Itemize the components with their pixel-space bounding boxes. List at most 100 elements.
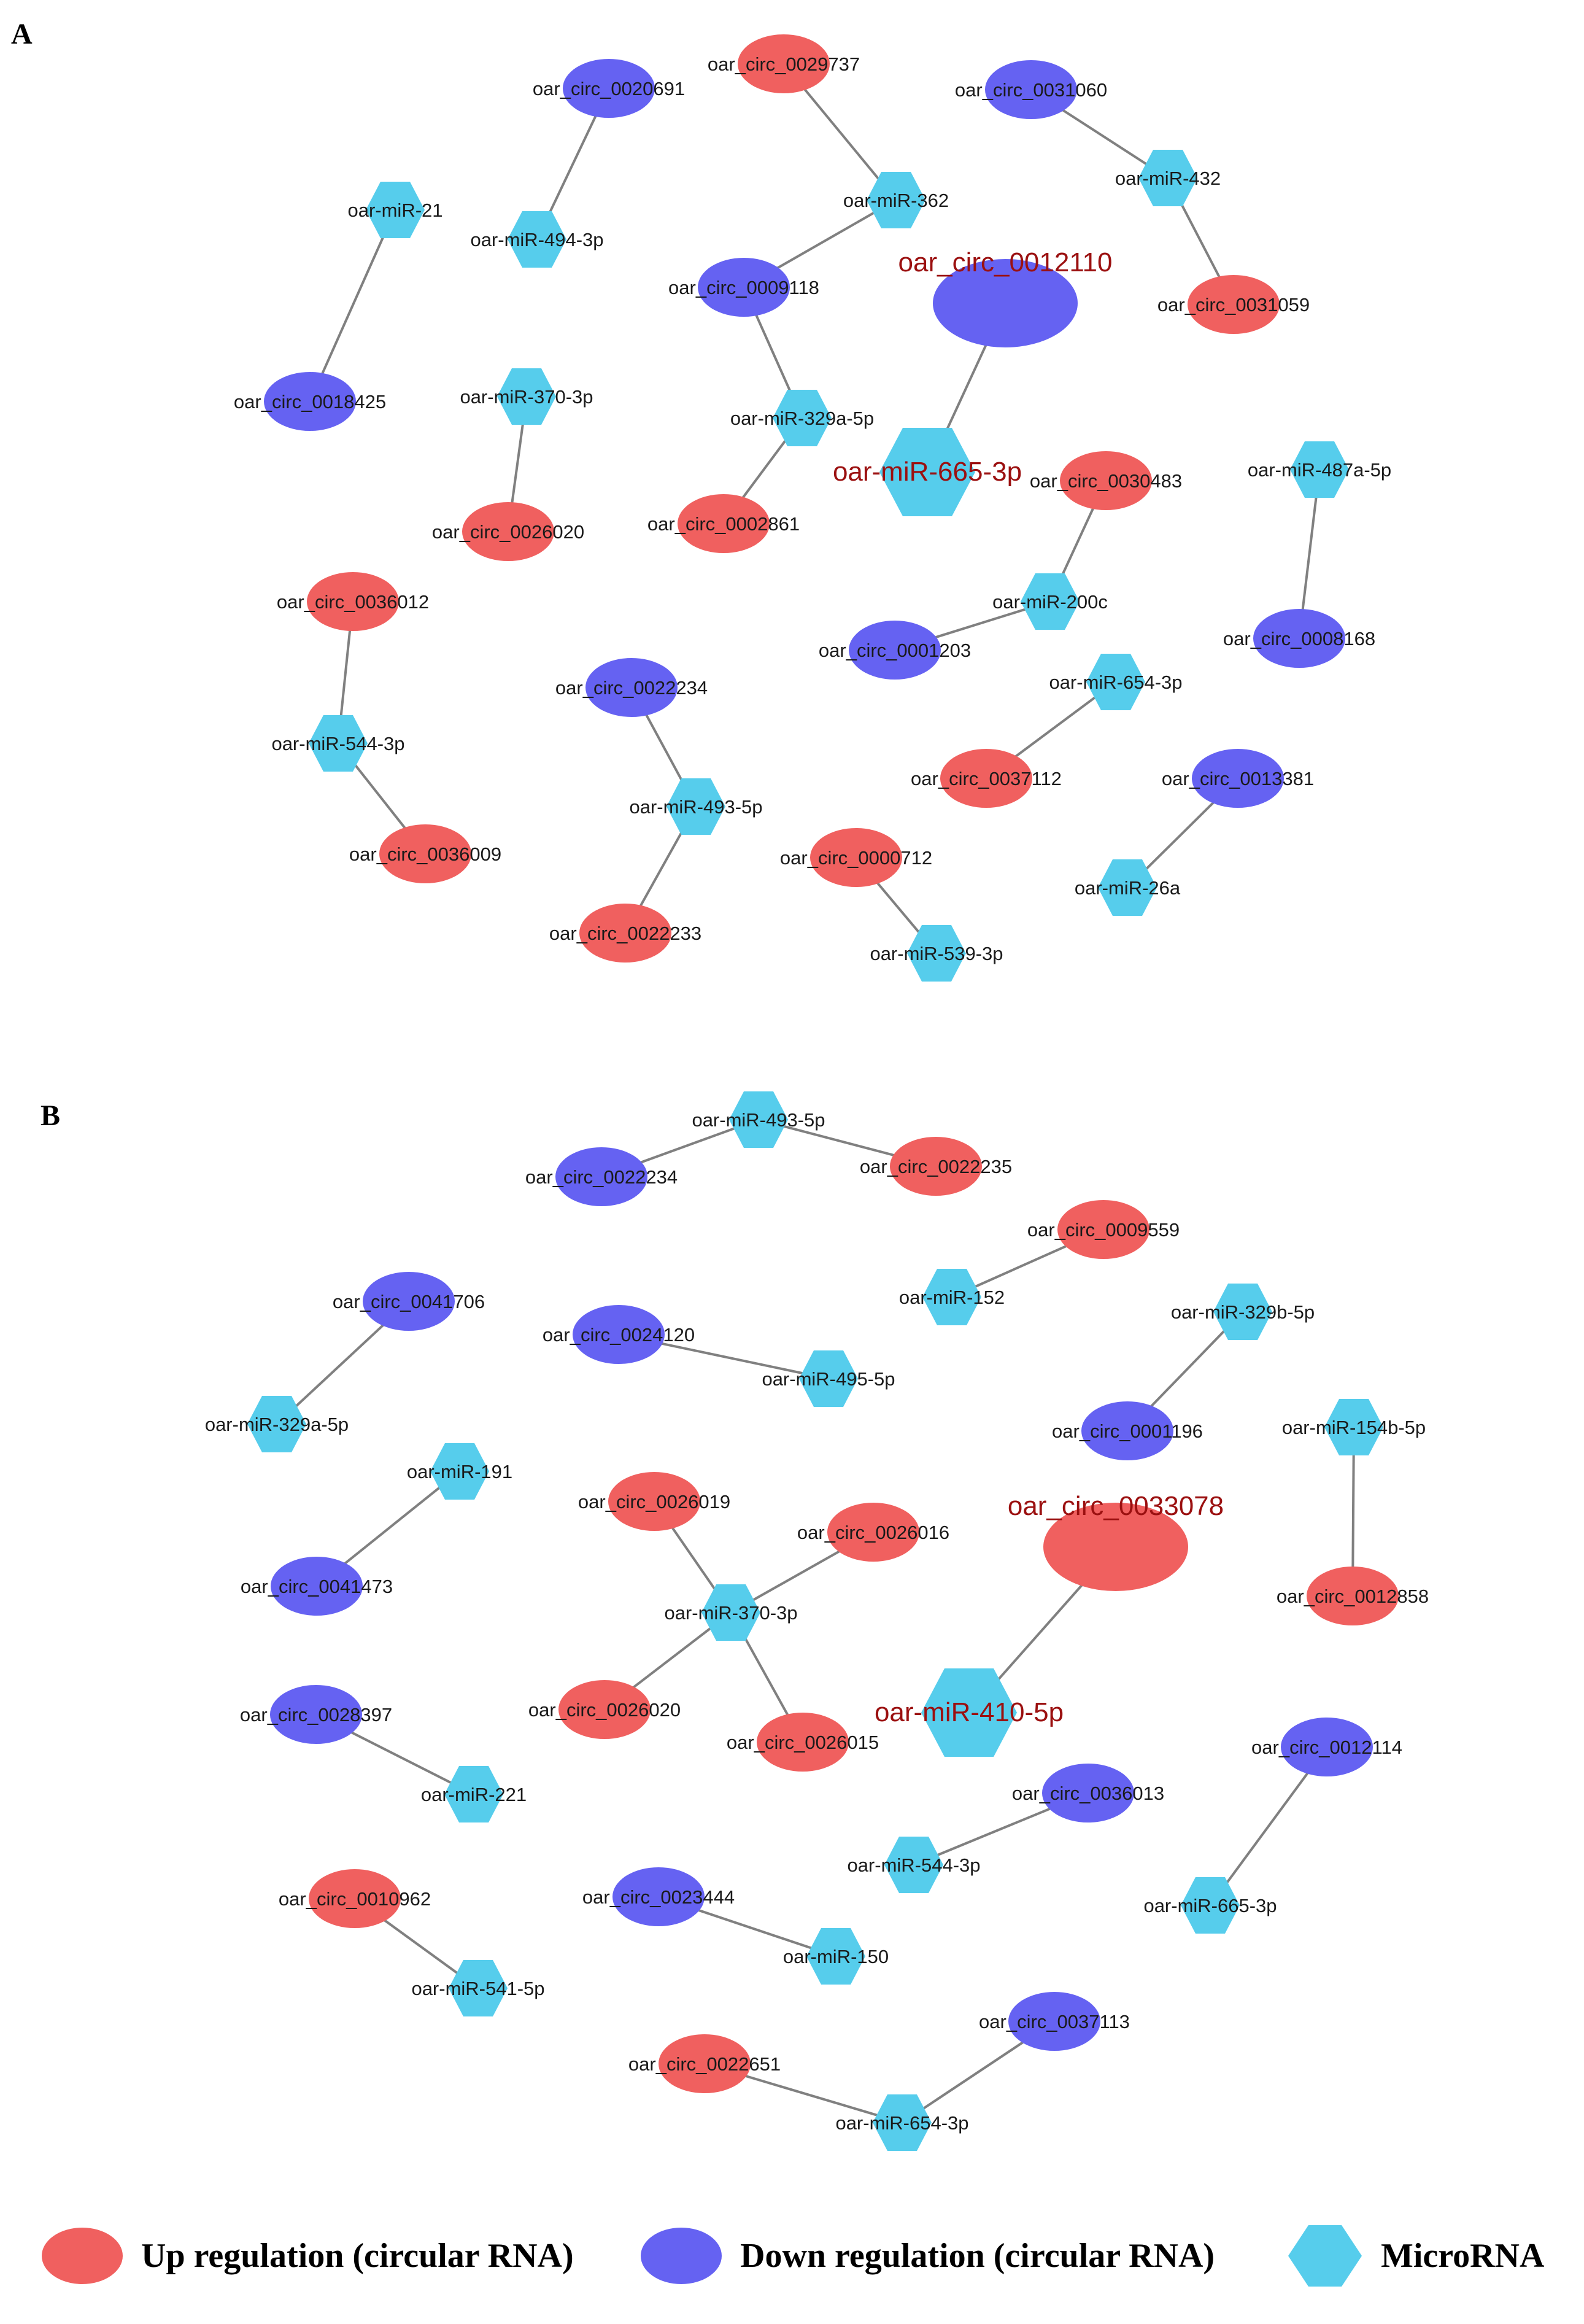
node-oar-mir-665-3p xyxy=(879,428,975,516)
node-label-oar-mir-191: oar-miR-191 xyxy=(407,1461,512,1482)
edge-oar-mir-21-oar-circ-0018425 xyxy=(309,209,396,402)
node-label-oar-circ-0001203: oar_circ_0001203 xyxy=(819,640,971,661)
node-oar-circ-0026019 xyxy=(608,1472,700,1531)
node-oar-circ-0022235 xyxy=(890,1137,982,1196)
node-oar-circ-0026015 xyxy=(757,1713,849,1772)
node-label-oar-circ-0026020: oar_circ_0026020 xyxy=(528,1699,681,1721)
node-oar-mir-221 xyxy=(444,1766,503,1822)
node-label-oar-circ-0033078: oar_circ_0033078 xyxy=(1008,1491,1224,1521)
node-oar-mir-544-3p xyxy=(884,1837,943,1893)
node-oar-circ-0024120 xyxy=(573,1305,665,1364)
node-oar-circ-0000712 xyxy=(810,828,902,887)
node-label-oar-mir-493-5p: oar-miR-493-5p xyxy=(629,796,762,818)
node-oar-mir-541-5p xyxy=(449,1960,508,2016)
node-oar-circ-0031059 xyxy=(1188,275,1280,334)
node-oar-mir-370-3p xyxy=(701,1584,760,1641)
node-oar-circ-0022234 xyxy=(555,1147,647,1206)
node-label-oar-circ-0012858: oar_circ_0012858 xyxy=(1277,1586,1429,1607)
node-oar-circ-0022651 xyxy=(659,2034,751,2093)
node-label-oar-circ-0036012: oar_circ_0036012 xyxy=(277,591,429,613)
panel-a-letter: A xyxy=(11,18,33,50)
node-label-oar-mir-329a-5p: oar-miR-329a-5p xyxy=(730,408,874,429)
node-label-oar-mir-494-3p: oar-miR-494-3p xyxy=(470,229,603,250)
node-oar-circ-0026020 xyxy=(558,1680,651,1739)
node-label-oar-circ-0026016: oar_circ_0026016 xyxy=(797,1522,949,1543)
node-oar-mir-654-3p xyxy=(873,2094,932,2151)
panel-b-letter: B xyxy=(41,1099,61,1132)
node-label-oar-circ-0023444: oar_circ_0023444 xyxy=(582,1886,735,1908)
node-label-oar-circ-0013381: oar_circ_0013381 xyxy=(1162,768,1314,789)
node-oar-circ-0036013 xyxy=(1042,1764,1134,1822)
node-oar-mir-495-5p xyxy=(799,1350,858,1407)
node-label-oar-mir-665-3p: oar-miR-665-3p xyxy=(1143,1895,1277,1916)
node-oar-circ-0012114 xyxy=(1281,1718,1373,1776)
node-oar-mir-654-3p xyxy=(1086,654,1145,710)
node-label-oar-circ-0036009: oar_circ_0036009 xyxy=(349,843,501,865)
node-label-oar-circ-0022234: oar_circ_0022234 xyxy=(525,1166,678,1188)
node-label-oar-circ-0031060: oar_circ_0031060 xyxy=(955,79,1107,101)
node-oar-circ-0009118 xyxy=(698,258,790,317)
node-oar-mir-191 xyxy=(430,1443,489,1500)
node-oar-mir-494-3p xyxy=(508,211,566,268)
node-oar-circ-0041706 xyxy=(363,1272,455,1331)
node-oar-circ-0023444 xyxy=(612,1867,705,1926)
node-label-oar-mir-487a-5p: oar-miR-487a-5p xyxy=(1248,459,1391,481)
node-oar-circ-0012110 xyxy=(933,259,1078,347)
node-label-oar-mir-152: oar-miR-152 xyxy=(899,1287,1005,1308)
node-oar-circ-0026020 xyxy=(462,502,554,561)
node-label-oar-circ-0041706: oar_circ_0041706 xyxy=(333,1291,485,1312)
node-oar-circ-0033078 xyxy=(1043,1503,1188,1591)
node-label-oar-mir-362: oar-miR-362 xyxy=(843,190,949,211)
node-label-oar-circ-0041473: oar_circ_0041473 xyxy=(241,1576,393,1597)
down-regulation-swatch xyxy=(641,2228,722,2284)
node-oar-mir-200c xyxy=(1021,573,1080,630)
node-label-oar-mir-544-3p: oar-miR-544-3p xyxy=(847,1854,980,1876)
legend: Up regulation (circular RNA) Down regula… xyxy=(0,2216,1584,2296)
node-label-oar-mir-26a: oar-miR-26a xyxy=(1075,877,1181,899)
node-oar-mir-493-5p xyxy=(729,1091,788,1148)
node-oar-circ-0002861 xyxy=(678,494,770,553)
node-label-oar-circ-0002861: oar_circ_0002861 xyxy=(647,513,800,535)
node-label-oar-mir-654-3p: oar-miR-654-3p xyxy=(835,2112,968,2134)
node-label-oar-mir-370-3p: oar-miR-370-3p xyxy=(664,1602,797,1624)
node-label-oar-mir-432: oar-miR-432 xyxy=(1115,168,1221,189)
node-oar-mir-329b-5p xyxy=(1213,1284,1272,1340)
legend-label-mirna: MicroRNA xyxy=(1381,2237,1545,2275)
node-label-oar-circ-0030483: oar_circ_0030483 xyxy=(1030,470,1182,492)
node-label-oar-circ-0012110: oar_circ_0012110 xyxy=(898,247,1113,277)
node-oar-mir-329a-5p xyxy=(773,390,832,446)
legend-label-up: Up regulation (circular RNA) xyxy=(141,2237,574,2275)
node-oar-mir-152 xyxy=(922,1269,981,1325)
node-label-oar-circ-0010962: oar_circ_0010962 xyxy=(279,1888,431,1910)
node-oar-circ-0037113 xyxy=(1008,1992,1100,2051)
node-oar-circ-0037112 xyxy=(940,749,1032,808)
node-label-oar-circ-0009559: oar_circ_0009559 xyxy=(1027,1219,1180,1241)
node-oar-circ-0010962 xyxy=(309,1869,401,1928)
node-label-oar-circ-0022235: oar_circ_0022235 xyxy=(860,1156,1012,1177)
node-oar-mir-539-3p xyxy=(907,925,966,982)
node-label-oar-circ-0028397: oar_circ_0028397 xyxy=(240,1704,392,1726)
node-oar-circ-0030483 xyxy=(1060,451,1152,510)
node-label-oar-circ-0000712: oar_circ_0000712 xyxy=(780,847,932,869)
node-label-oar-mir-544-3p: oar-miR-544-3p xyxy=(271,733,404,754)
node-label-oar-mir-665-3p: oar-miR-665-3p xyxy=(833,457,1022,487)
node-oar-circ-0031060 xyxy=(985,60,1077,119)
node-oar-circ-0028397 xyxy=(270,1685,362,1744)
node-oar-circ-0009559 xyxy=(1057,1200,1149,1259)
node-label-oar-circ-0018425: oar_circ_0018425 xyxy=(234,391,386,413)
node-label-oar-circ-0022233: oar_circ_0022233 xyxy=(549,923,701,944)
node-label-oar-circ-0026019: oar_circ_0026019 xyxy=(578,1491,730,1513)
node-oar-circ-0013381 xyxy=(1192,749,1284,808)
node-oar-circ-0041473 xyxy=(271,1557,363,1616)
node-label-oar-mir-541-5p: oar-miR-541-5p xyxy=(411,1978,544,1999)
node-oar-circ-0020691 xyxy=(563,59,655,118)
node-label-oar-mir-150: oar-miR-150 xyxy=(783,1946,889,1967)
node-label-oar-mir-539-3p: oar-miR-539-3p xyxy=(870,943,1003,964)
node-oar-mir-432 xyxy=(1138,150,1197,206)
node-label-oar-circ-0022234: oar_circ_0022234 xyxy=(555,677,708,699)
node-oar-mir-26a xyxy=(1098,859,1157,916)
node-oar-mir-544-3p xyxy=(309,715,368,772)
